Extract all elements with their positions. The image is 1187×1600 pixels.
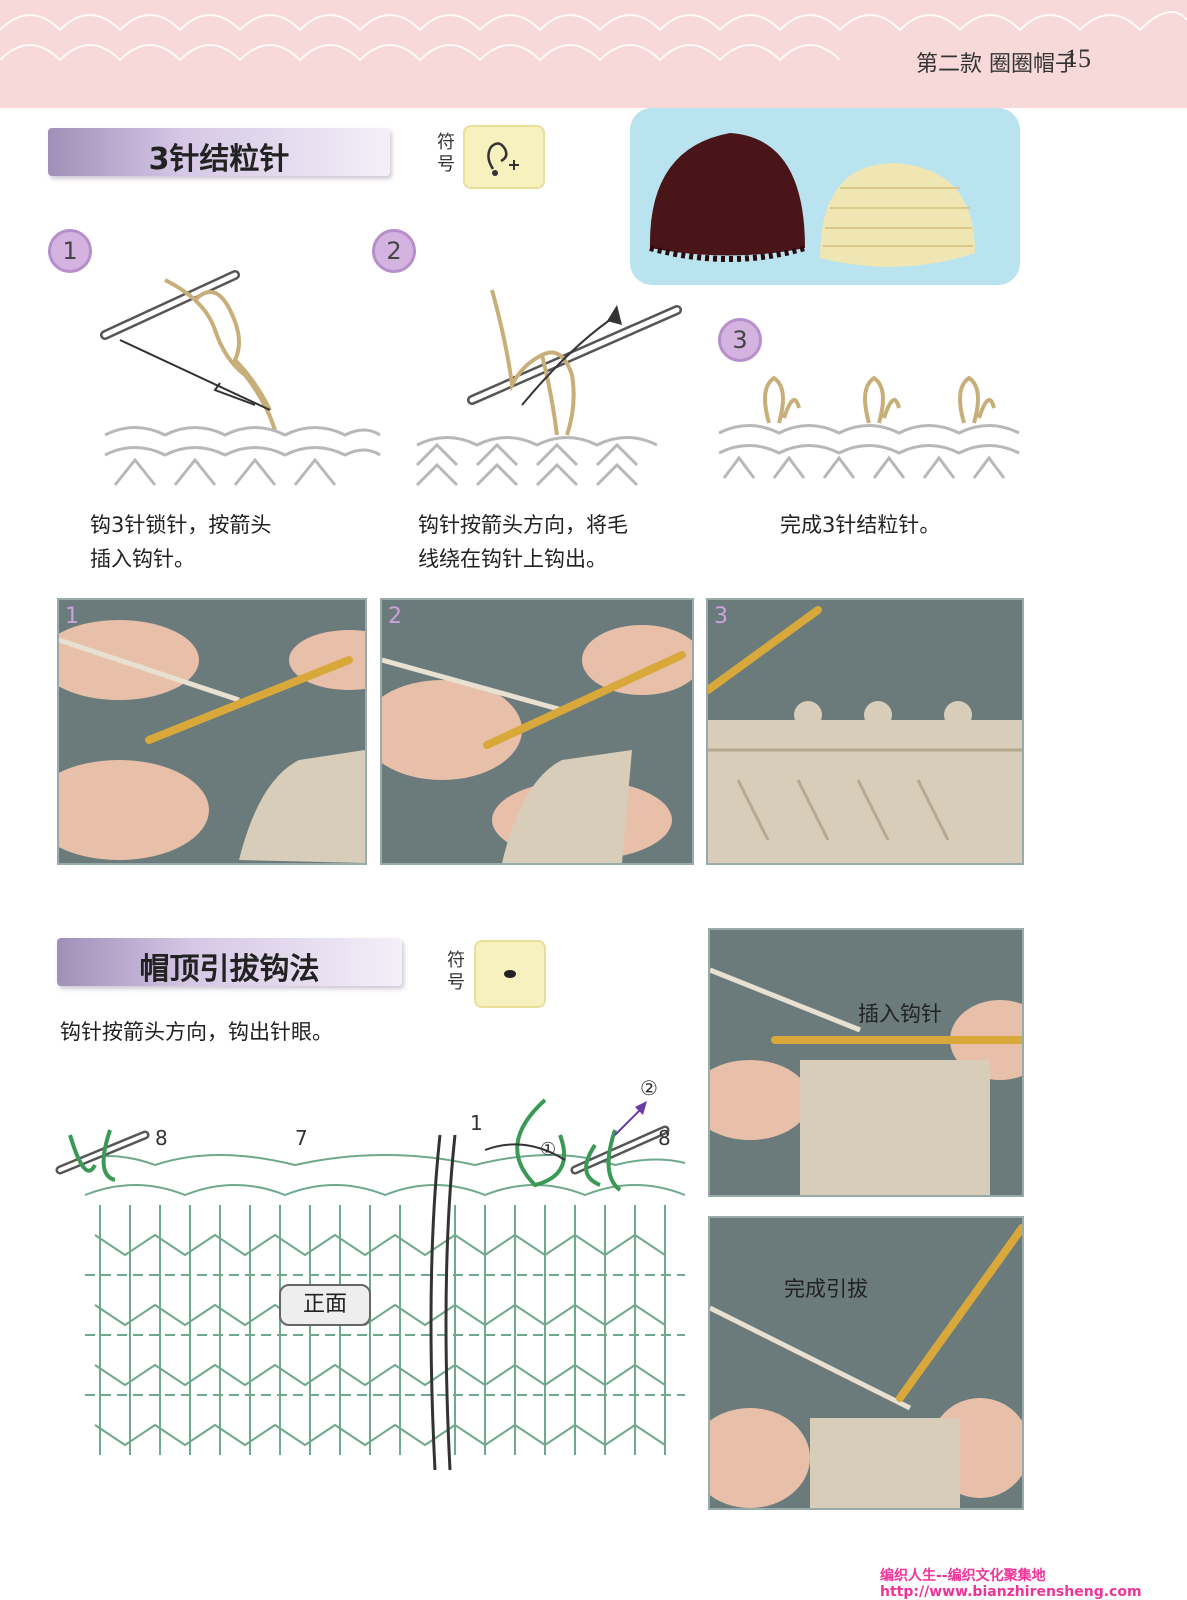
step-2-circle: 2 (372, 229, 416, 273)
hats-photo (630, 108, 1020, 285)
stitch-chart: 8 7 1 8 ① ② (55, 1076, 686, 1471)
step-3-illustration (718, 375, 1020, 479)
chart-circle-1: ① (540, 1139, 556, 1160)
page-title: 第二款 圈圈帽子 (916, 52, 1077, 77)
insert-hook-label: 插入钩针 (858, 1002, 942, 1026)
hands-hook-image-2 (382, 625, 692, 863)
step-2-illustration (415, 289, 682, 487)
chart-circle-2: ② (640, 1076, 658, 1100)
section1-banner: 3针结粒针 (48, 128, 390, 177)
two-hats-image (649, 133, 975, 267)
step-2-caption-line2: 线绕在钩针上钩出。 (418, 547, 607, 571)
insert-hook-image (710, 967, 1022, 1195)
slip-photo-finish: 完成引拔 (708, 1216, 1024, 1510)
header-chain-pattern (0, 11, 1187, 62)
section2-symbol-box (474, 940, 546, 1008)
step-2-caption-line1: 钩针按箭头方向，将毛 (418, 513, 628, 537)
slip-stitch-symbol-icon (504, 970, 516, 978)
step-photo-1: 1 (57, 598, 367, 865)
section1-symbol-label: 符号 (437, 132, 455, 175)
step-3-caption: 完成3针结粒针。 (780, 508, 940, 542)
step-1-caption: 钩3针锁针，按箭头 插入钩针。 (90, 508, 271, 576)
finish-slip-image (710, 1224, 1022, 1508)
section1-symbol-box (463, 125, 545, 189)
page-header (0, 0, 1187, 108)
finish-slip-label: 完成引拔 (784, 1277, 868, 1301)
step-2-caption: 钩针按箭头方向，将毛 线绕在钩针上钩出。 (418, 508, 628, 576)
chart-label-1: 1 (470, 1111, 483, 1135)
step-1-caption-line1: 钩3针锁针，按箭头 (90, 513, 272, 537)
picot-symbol-icon (487, 142, 519, 176)
step-3-circle: 3 (718, 318, 762, 362)
chart-label-7: 7 (295, 1126, 308, 1150)
step-photo-2: 2 (380, 598, 694, 865)
diagram-front-label: 正面 (279, 1284, 371, 1326)
section2-instruction: 钩针按箭头方向，钩出针眼。 (60, 1020, 333, 1044)
chart-label-8-right: 8 (658, 1126, 671, 1150)
page-number: 15 (1065, 44, 1091, 73)
footer-site-name: 编织人生--编织文化聚集地 (880, 1568, 1046, 1584)
section2-banner: 帽顶引拔钩法 (57, 938, 402, 987)
step-1-illustration (100, 270, 381, 486)
step-1-caption-line2: 插入钩针。 (90, 547, 195, 571)
section2-title: 帽顶引拔钩法 (139, 952, 320, 987)
step-3-caption-line1: 完成3针结粒针。 (780, 513, 941, 537)
photo-1-number: 1 (65, 604, 79, 629)
hands-hook-image-1 (59, 620, 365, 863)
finished-picot-image (708, 606, 1022, 863)
slip-photo-insert: 插入钩针 (708, 928, 1024, 1197)
section2-symbol-label: 符号 (447, 950, 465, 993)
section1-title: 3针结粒针 (148, 142, 290, 177)
photo-3-number: 3 (714, 604, 728, 629)
chart-label-8-left: 8 (155, 1126, 168, 1150)
photo-2-number: 2 (388, 604, 402, 629)
footer-url: http://www.bianzhirensheng.com (880, 1584, 1142, 1600)
step-photo-3: 3 (706, 598, 1024, 865)
step-1-circle: 1 (48, 229, 92, 273)
